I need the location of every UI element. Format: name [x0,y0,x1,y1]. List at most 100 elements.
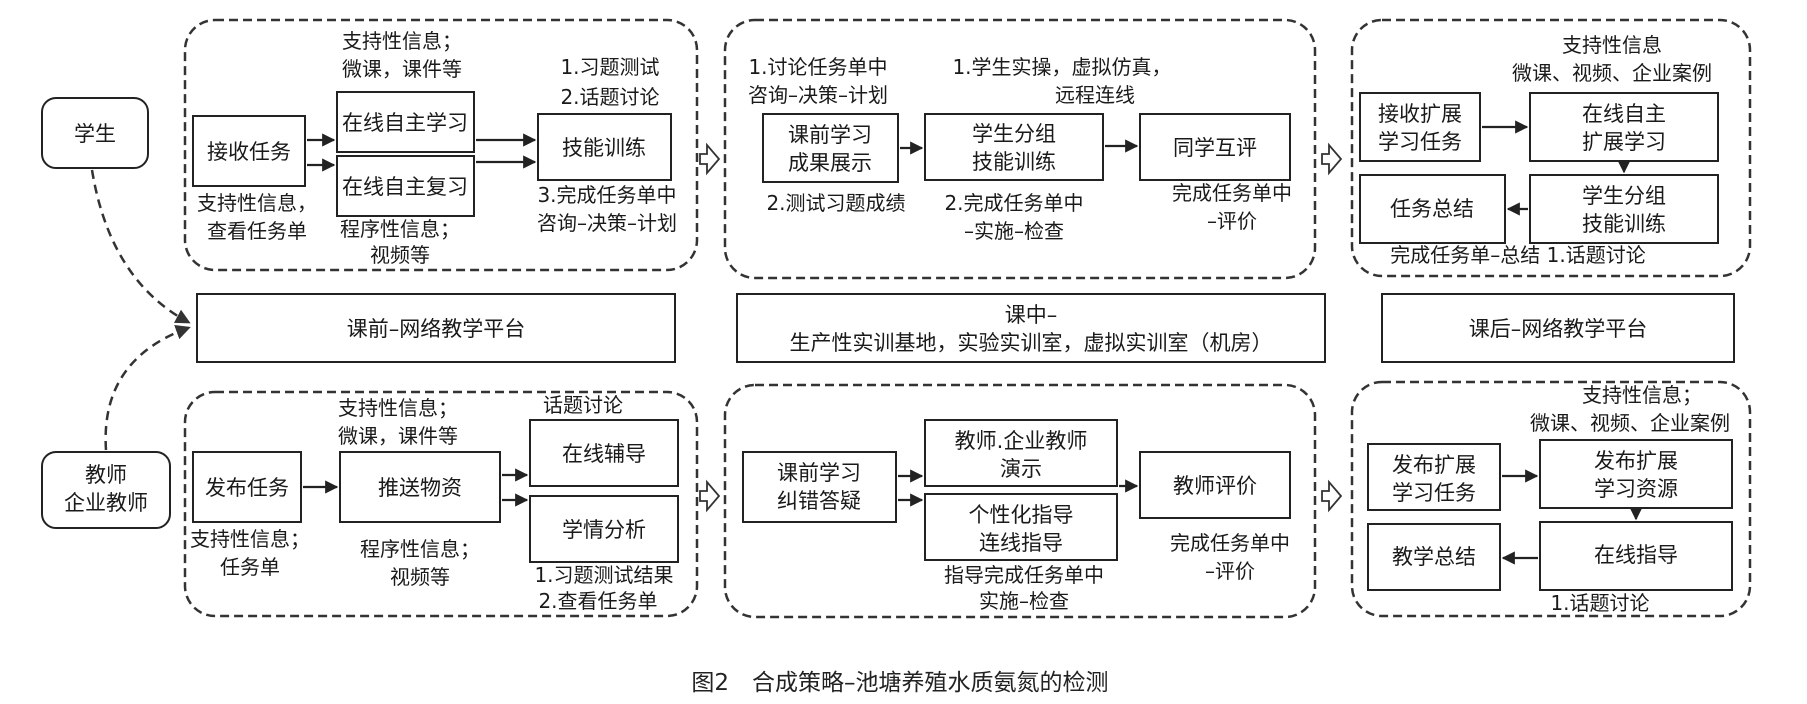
publish-extended-task-box [1367,443,1501,511]
student-group-training-label-2: 技能训练 [972,150,1056,174]
teacher-pre-support-left-2: 任务单 [220,555,280,579]
online-self-study-box [336,91,475,153]
online-self-review-label: 在线自主复习 [342,175,468,199]
publish-extended-resource-box [1539,439,1733,509]
online-self-review-box [336,155,475,217]
publish-extended-task-label-1: 发布扩展 [1392,453,1476,477]
peer-review-label: 同学互评 [1173,136,1257,160]
online-guidance-label: 在线指导 [1594,543,1678,567]
teacher-pre-topic: 话题讨论 [543,393,623,417]
teacher-pre-procedural-1: 程序性信息； [360,537,480,561]
teaching-summary-label: 教学总结 [1392,545,1476,569]
online-extended-study-label-2: 扩展学习 [1582,130,1666,154]
platform-pre-class-label: 课前–网络教学平台 [347,317,526,341]
pre-study-showcase-label-2: 成果展示 [788,151,872,175]
learning-analysis-label: 学情分析 [562,518,646,542]
student-mid-bottom-1: 2.测试习题成绩 [766,191,905,215]
phase-arrow-icon [699,479,721,513]
teacher-post-support-2: 微课、视频、企业案例 [1530,411,1730,435]
online-self-study-label: 在线自主学习 [342,111,468,135]
student-group-training-box [924,113,1104,181]
student-to-platform-arrow [90,169,191,324]
post-group-training-box [1529,174,1719,244]
publish-extended-resource-label-1: 发布扩展 [1594,449,1678,473]
student-mid-top-3: 1.学生实操，虚拟仿真， [952,55,1171,79]
figure-caption: 图2 合成策略–池塘养殖水质氨氮的检测 [691,670,1108,696]
student-mid-top-4: 远程连线 [1055,83,1135,107]
publish-task-box [192,451,302,523]
teacher-to-platform-arrow [104,325,191,451]
student-post-support-1: 支持性信息 [1562,33,1662,57]
correction-qa-label-1: 课前学习 [777,461,861,485]
teacher-pre-support-top-2: 微课，课件等 [338,424,458,448]
student-pre-exercise-4: 咨询–决策–计划 [537,211,677,235]
teacher-mid-bottom-4: –评价 [1205,559,1255,583]
platform-pre-class: 课前–网络教学平台 [196,293,676,363]
receive-extended-task-box [1359,92,1481,162]
teacher-post-class-group [1350,380,1752,618]
teaching-summary-box [1367,523,1501,591]
student-mid-bottom-3: –实施–检查 [964,219,1064,243]
task-summary-box [1359,174,1506,244]
post-group-training-label-1: 学生分组 [1582,184,1666,208]
pre-study-showcase-box [762,113,899,183]
student-post-support-2: 微课、视频、企业案例 [1512,61,1712,85]
correction-qa-box [742,451,897,523]
student-pre-support-top-2: 微课，课件等 [342,57,462,81]
teacher-demo-label-1: 教师.企业教师 [955,429,1088,453]
student-in-class-group [723,18,1317,280]
student-pre-support-left-1: 支持性信息， [197,191,317,215]
receive-task-label: 接收任务 [207,140,291,164]
teacher-pre-procedural-2: 视频等 [390,565,450,589]
teacher-pre-support-left-1: 支持性信息； [190,527,310,551]
student-mid-bottom-4: 完成任务单中 [1172,181,1292,205]
phase-arrow-icon [699,142,721,176]
student-pre-support-top-1: 支持性信息； [342,29,462,53]
post-group-training-label-2: 技能训练 [1582,212,1666,236]
correction-qa-label-2: 纠错答疑 [777,489,861,513]
pre-study-showcase-label-1: 课前学习 [788,123,872,147]
student-mid-bottom-5: –评价 [1207,209,1257,233]
student-mid-top-1: 1.讨论任务单中 [748,55,887,79]
online-extended-study-label-1: 在线自主 [1582,102,1666,126]
teacher-in-class-group [723,383,1317,619]
teacher-evaluation-label: 教师评价 [1173,474,1257,498]
teacher-post-support-1: 支持性信息； [1582,383,1702,407]
actor-teacher: 教师 企业教师 [41,451,171,529]
teacher-post-bottom: 1.话题讨论 [1550,591,1649,615]
teacher-pre-result-1: 1.习题测试结果 [534,563,673,587]
actor-student-label: 学生 [74,122,116,146]
student-post-bottom: 完成任务单–总结 1.话题讨论 [1390,243,1645,267]
actor-student: 学生 [41,97,149,169]
push-materials-label: 推送物资 [378,476,462,500]
phase-arrow-icon [1321,479,1343,513]
online-guidance-box [1539,521,1733,591]
teacher-mid-bottom-3: 完成任务单中 [1170,531,1290,555]
receive-extended-task-label-2: 学习任务 [1378,130,1462,154]
student-pre-class-group [183,18,699,272]
skill-training-box [537,113,672,181]
teacher-pre-result-2: 2.查看任务单 [538,589,657,613]
teacher-mid-bottom-1: 指导完成任务单中 [944,563,1104,587]
platform-post-class: 课后–网络教学平台 [1381,293,1735,363]
platform-in-class-label-1: 课中– [1005,303,1058,327]
teacher-pre-class-group [183,390,699,618]
personal-guidance-box [924,493,1118,561]
platform-in-class-label-2: 生产性实训基地，实验实训室，虚拟实训室（机房） [790,331,1273,355]
personal-guidance-label-1: 个性化指导 [969,503,1074,527]
teacher-evaluation-box [1139,451,1291,519]
push-materials-box [339,451,501,523]
student-pre-support-left-2: 查看任务单 [207,219,307,243]
teacher-demo-box [924,419,1118,487]
task-summary-label: 任务总结 [1390,197,1474,221]
receive-task-box [192,115,306,187]
student-pre-exercise-3: 3.完成任务单中 [537,183,676,207]
student-pre-exercise-1: 1.习题测试 [560,55,659,79]
student-group-training-label-1: 学生分组 [972,122,1056,146]
peer-review-box [1139,113,1291,181]
student-pre-exercise-2: 2.话题讨论 [560,85,659,109]
receive-extended-task-label-1: 接收扩展 [1378,102,1462,126]
platform-in-class: 课中– 生产性实训基地，实验实训室，虚拟实训室（机房） [736,293,1326,363]
actor-enterprise-teacher-label: 企业教师 [64,491,148,515]
